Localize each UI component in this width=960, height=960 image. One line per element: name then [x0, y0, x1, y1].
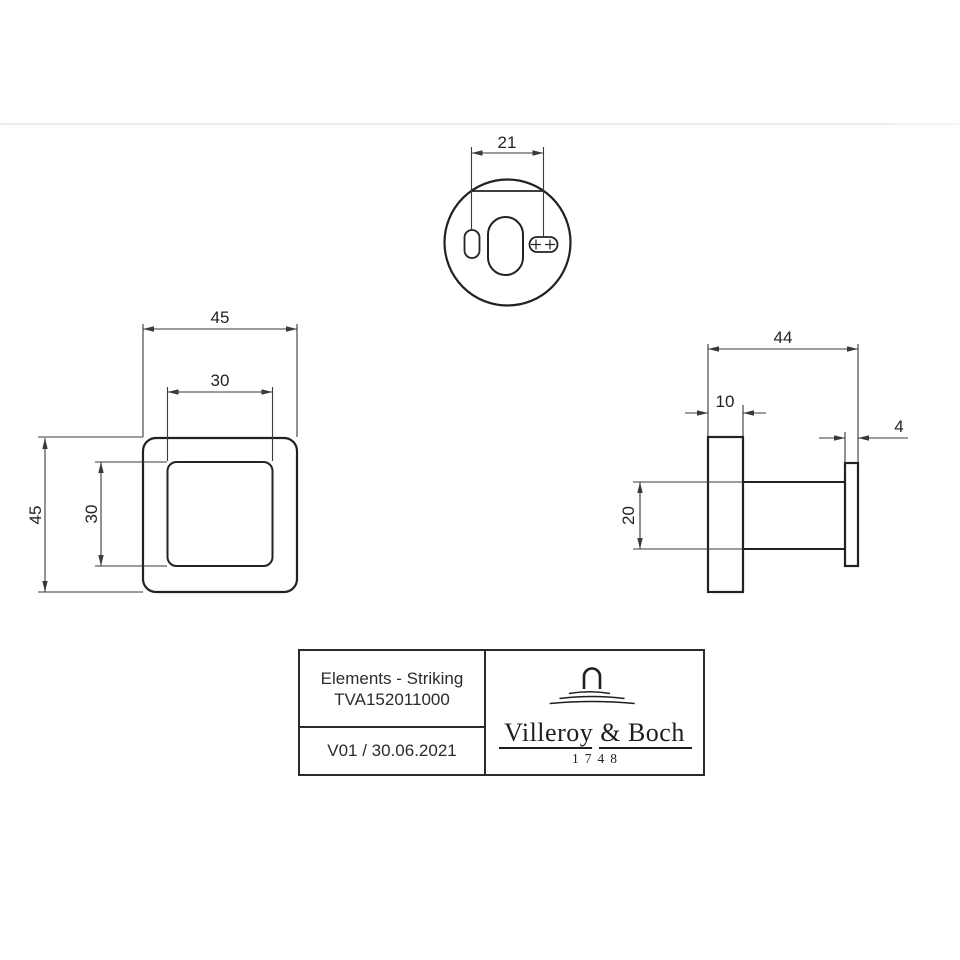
dim-label-30-top: 30 — [211, 371, 230, 390]
center-oval-cutout — [487, 216, 524, 276]
left-slot-hole — [463, 229, 481, 259]
screw-cross-marks — [531, 239, 555, 250]
top-view — [443, 178, 572, 307]
brand-founded-year: 1748 — [572, 751, 623, 766]
dim-front-plate-thickness: 4 — [819, 417, 908, 462]
dim-label-30-left: 30 — [82, 505, 101, 524]
dim-total-depth: 44 — [707, 328, 859, 462]
side-view — [706, 435, 860, 594]
article-number: TVA152011000 — [334, 689, 450, 709]
dim-stem-height: 20 — [619, 481, 743, 550]
dim-label-45-left: 45 — [26, 506, 45, 525]
section-divider — [0, 123, 960, 125]
wall-plate — [706, 435, 745, 594]
dim-front-outer-width: 45 — [142, 308, 298, 437]
dim-wall-plate-thickness: 10 — [685, 392, 766, 436]
version-date-cell: V01 / 30.06.2021 — [300, 728, 484, 774]
dim-label-45-top: 45 — [211, 308, 230, 327]
brand-cell: Villeroy & Boch 1748 — [486, 651, 703, 774]
outer-square — [141, 436, 299, 594]
dim-label-21: 21 — [498, 133, 517, 152]
dim-front-inner-height: 30 — [82, 461, 167, 567]
product-info-cell: Elements - Striking TVA152011000 — [300, 651, 484, 728]
dim-front-inner-width: 30 — [166, 371, 274, 461]
villeroy-boch-fountain-icon — [549, 667, 635, 705]
inner-square — [166, 461, 274, 567]
dim-front-outer-height: 45 — [26, 436, 143, 593]
product-series: Elements - Striking — [320, 668, 464, 688]
brand-wordmark: Villeroy & Boch — [504, 718, 685, 747]
dim-label-20: 20 — [619, 506, 638, 525]
title-block: Elements - Striking TVA152011000 V01 / 3… — [298, 649, 705, 776]
dim-label-4: 4 — [894, 417, 903, 436]
title-block-left-column: Elements - Striking TVA152011000 V01 / 3… — [300, 651, 486, 774]
brand-underline-left — [499, 747, 592, 749]
brand-underline-right — [599, 747, 692, 749]
mounting-plate-circle — [443, 178, 572, 307]
front-plate — [843, 461, 860, 568]
dim-hole-spacing: 21 — [470, 133, 545, 237]
version-date: V01 / 30.06.2021 — [327, 741, 457, 760]
front-view — [141, 436, 299, 594]
dim-label-44: 44 — [774, 328, 793, 347]
dim-label-10: 10 — [716, 392, 735, 411]
